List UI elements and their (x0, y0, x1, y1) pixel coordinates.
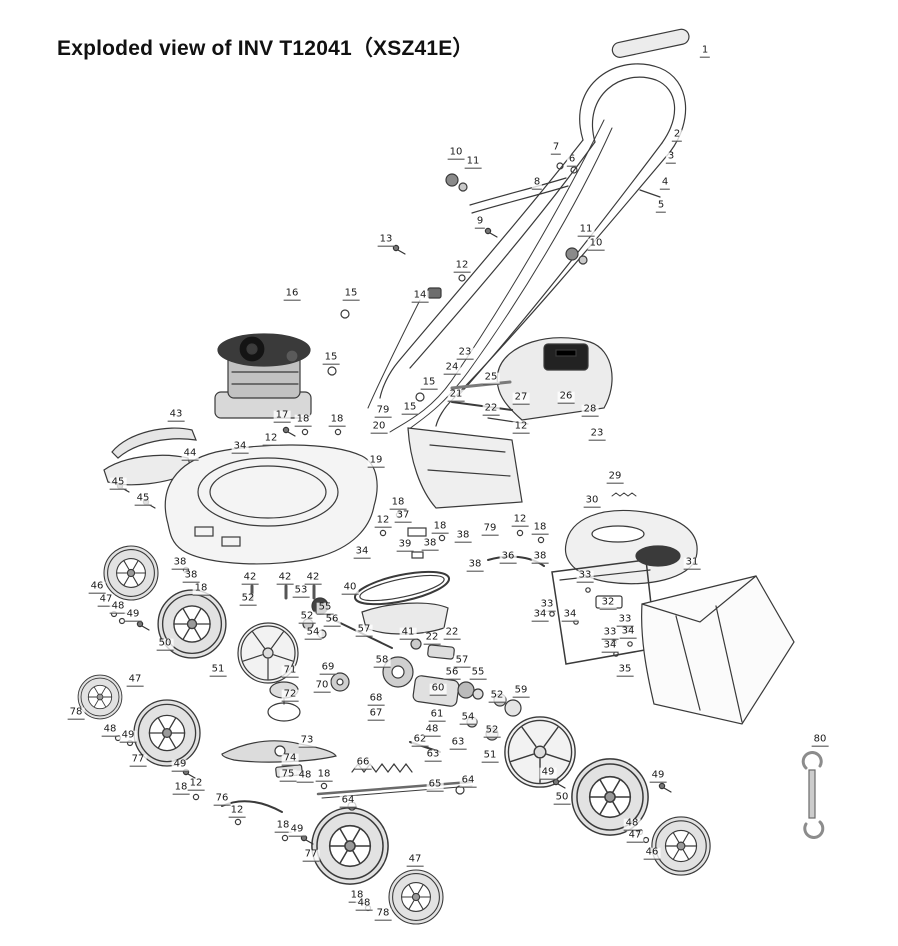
rear-door (379, 427, 545, 567)
blade-assembly (221, 672, 350, 763)
rear-cover (564, 509, 698, 585)
control-cables (367, 119, 613, 433)
wrench-icon (801, 750, 825, 840)
drive-cluster (192, 597, 522, 842)
page-title: Exploded view of INV T12041（XSZ41E） (57, 37, 474, 60)
engine (214, 333, 312, 419)
grass-bag (641, 575, 795, 725)
mower-deck (164, 444, 378, 604)
handle-assembly (327, 28, 690, 427)
belt-and-chute (353, 570, 451, 635)
